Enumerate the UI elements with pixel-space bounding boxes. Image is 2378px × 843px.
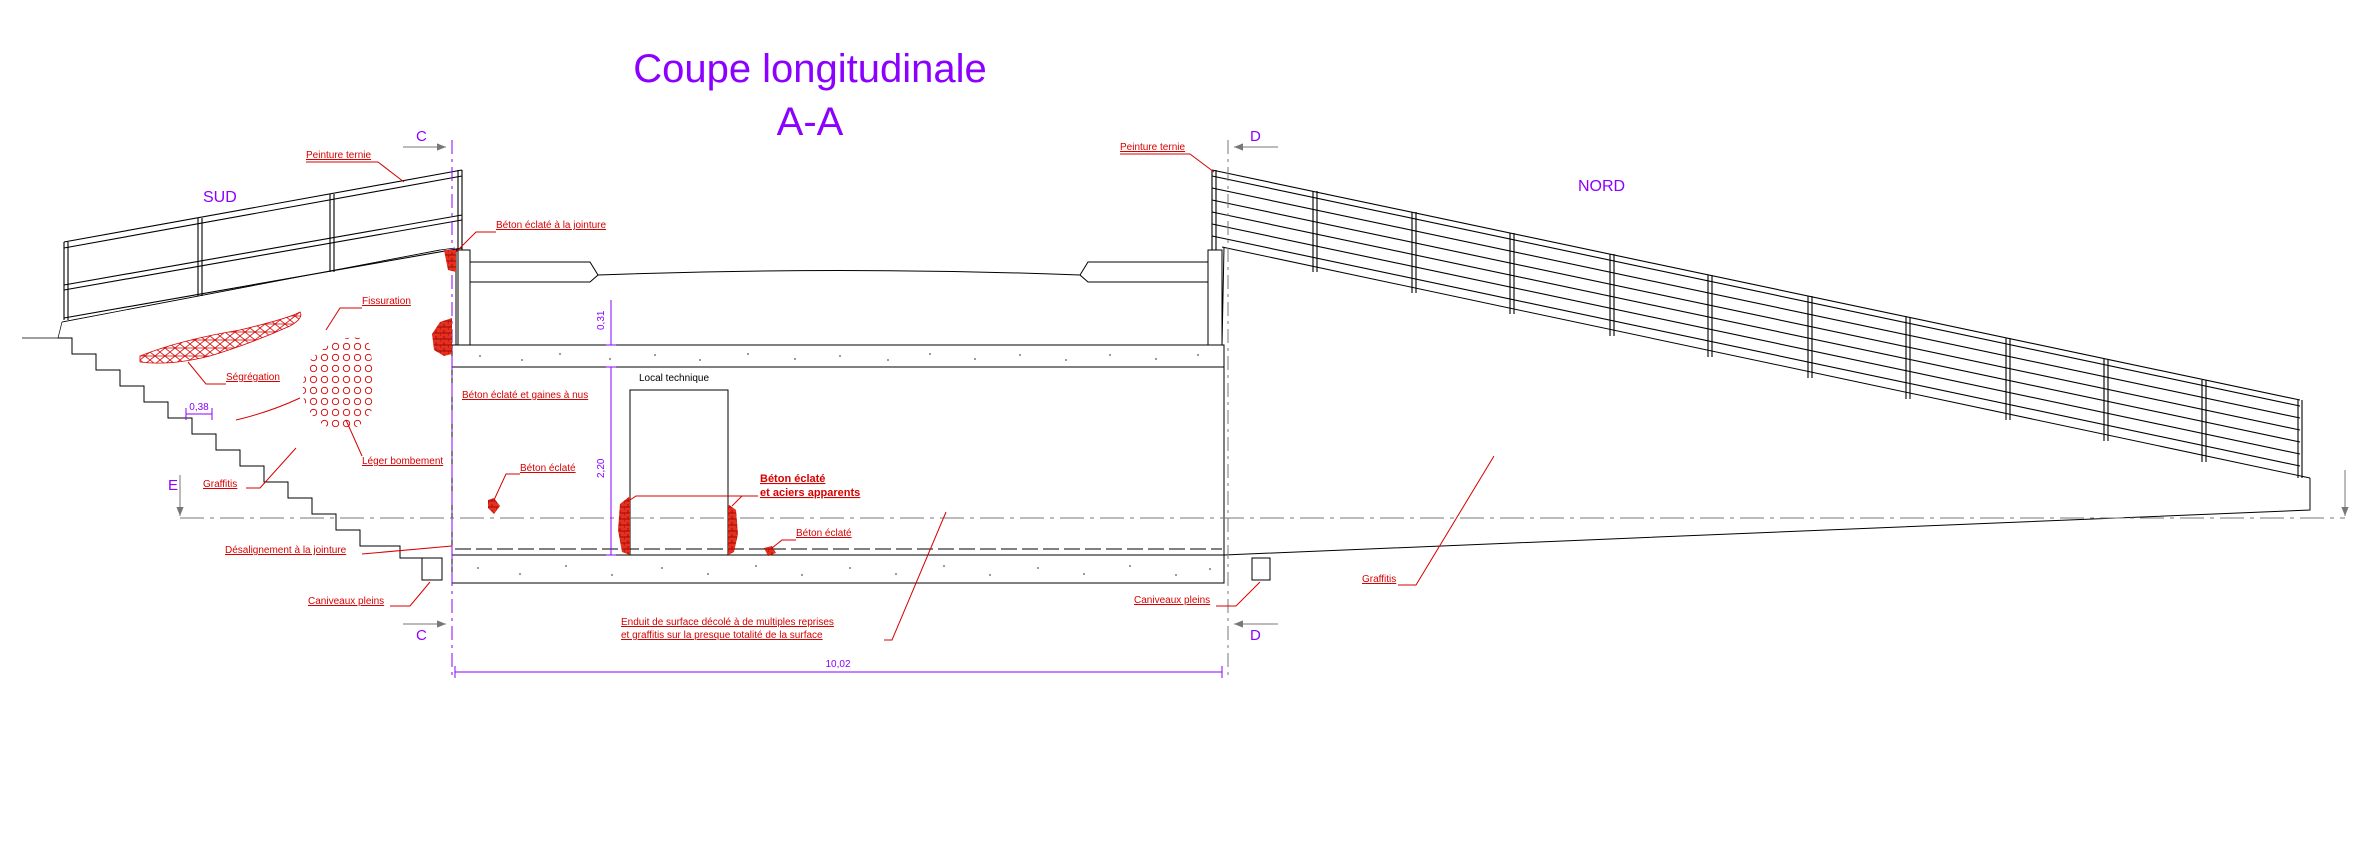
label-sud: SUD <box>203 189 237 206</box>
technical-room: Local technique <box>629 373 729 556</box>
section-axes: E C C D D <box>168 128 2349 680</box>
note-desalignement: Désalignement à la jointure <box>225 545 347 556</box>
title-line-2: A-A <box>777 100 844 144</box>
dimensions: 10,02 0,31 2,20 0,38 <box>185 300 1223 678</box>
dim-total-length: 10,02 <box>825 659 850 670</box>
floor-spall-hatch <box>764 546 776 556</box>
note-enduit-1: Enduit de surface décolé à de multiples … <box>621 617 834 628</box>
dim-step: 0,38 <box>189 402 209 413</box>
section-mark-d-bottom: D <box>1250 627 1261 644</box>
note-enduit-2: et graffitis sur la presque totalité de … <box>621 630 823 641</box>
note-caniveaux-nord: Caniveaux pleins <box>1134 595 1210 606</box>
note-graffitis-sud: Graffitis <box>203 479 237 490</box>
note-segregation: Ségrégation <box>226 372 280 383</box>
spalled-small-hatch <box>488 498 500 514</box>
title-line-1: Coupe longitudinale <box>633 47 987 91</box>
note-peinture-ternie-sud: Peinture ternie <box>306 150 371 161</box>
tunnel-structure <box>451 249 1271 584</box>
drawing-title: Coupe longitudinale A-A <box>633 47 987 144</box>
section-mark-e: E <box>168 477 178 494</box>
south-handrail <box>63 169 463 320</box>
bombement-hatch <box>302 337 374 432</box>
spalled-wall-hatch <box>432 318 452 356</box>
note-graffitis-nord: Graffitis <box>1362 574 1396 585</box>
north-handrail <box>1211 169 2303 478</box>
note-peinture-ternie-nord: Peinture ternie <box>1120 142 1185 153</box>
room-right-spall-hatch <box>728 504 738 555</box>
segregation-hatch <box>139 311 302 364</box>
section-mark-c-top: C <box>416 128 427 145</box>
room-left-spall-hatch <box>618 496 630 555</box>
section-mark-d-top: D <box>1250 128 1261 145</box>
dim-top-slab: 0,31 <box>596 310 607 330</box>
side-labels: SUD NORD <box>203 178 1625 206</box>
annotations: Peinture ternie Peinture ternie Béton éc… <box>187 142 1495 641</box>
defect-hatches <box>139 250 776 556</box>
note-beton-eclate-aciers-2: et aciers apparents <box>760 487 860 499</box>
north-ramp <box>1221 246 2311 556</box>
note-beton-eclate-left: Béton éclaté <box>520 463 576 474</box>
note-caniveaux-sud: Caniveaux pleins <box>308 596 384 607</box>
note-fissuration: Fissuration <box>362 296 411 307</box>
dim-room-height: 2,20 <box>596 458 607 478</box>
note-beton-eclate-aciers-1: Béton éclaté <box>760 473 825 485</box>
south-stair <box>22 247 456 581</box>
section-mark-c-bottom: C <box>416 627 427 644</box>
concrete-speckle <box>477 353 1211 576</box>
note-beton-eclate-floor: Béton éclaté <box>796 528 852 539</box>
note-beton-eclate-gaines: Béton éclaté et gaines à nus <box>462 390 588 401</box>
label-nord: NORD <box>1578 178 1625 195</box>
note-leger-bombement: Léger bombement <box>362 456 443 467</box>
spalled-joint-hatch <box>444 250 456 272</box>
room-label: Local technique <box>639 373 709 384</box>
note-beton-eclate-jointure: Béton éclaté à la jointure <box>496 220 607 231</box>
